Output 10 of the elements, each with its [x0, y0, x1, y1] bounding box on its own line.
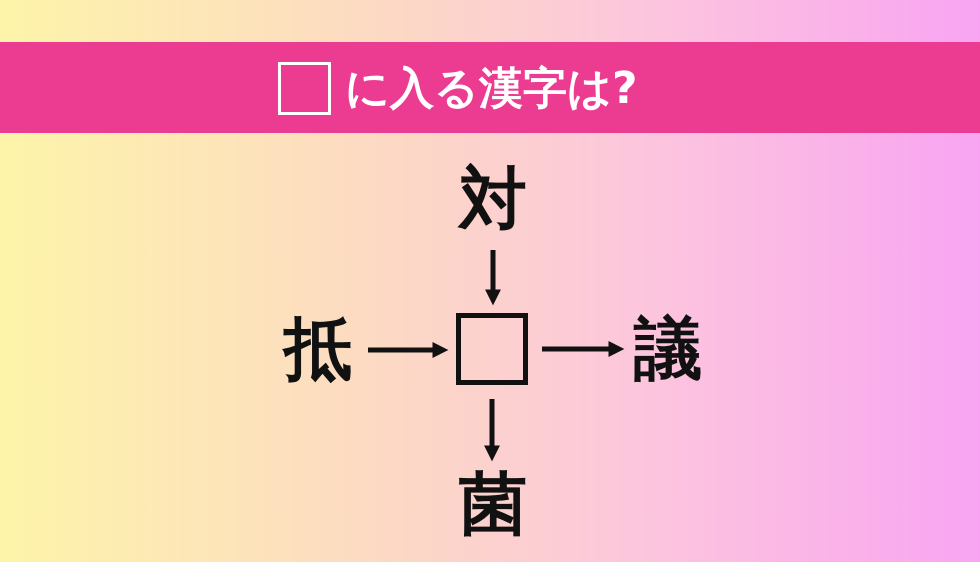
kanji-character: 対	[457, 164, 528, 236]
arrow	[485, 250, 501, 306]
arrow	[484, 399, 500, 462]
arrow	[542, 341, 624, 357]
arrow	[368, 342, 448, 358]
blank-box	[456, 313, 528, 385]
title: に入る漢字は?	[345, 63, 638, 115]
kanji-character: 議	[632, 314, 703, 386]
kanji-character: 菌	[458, 469, 528, 541]
kanji-character: 抵	[282, 314, 353, 386]
